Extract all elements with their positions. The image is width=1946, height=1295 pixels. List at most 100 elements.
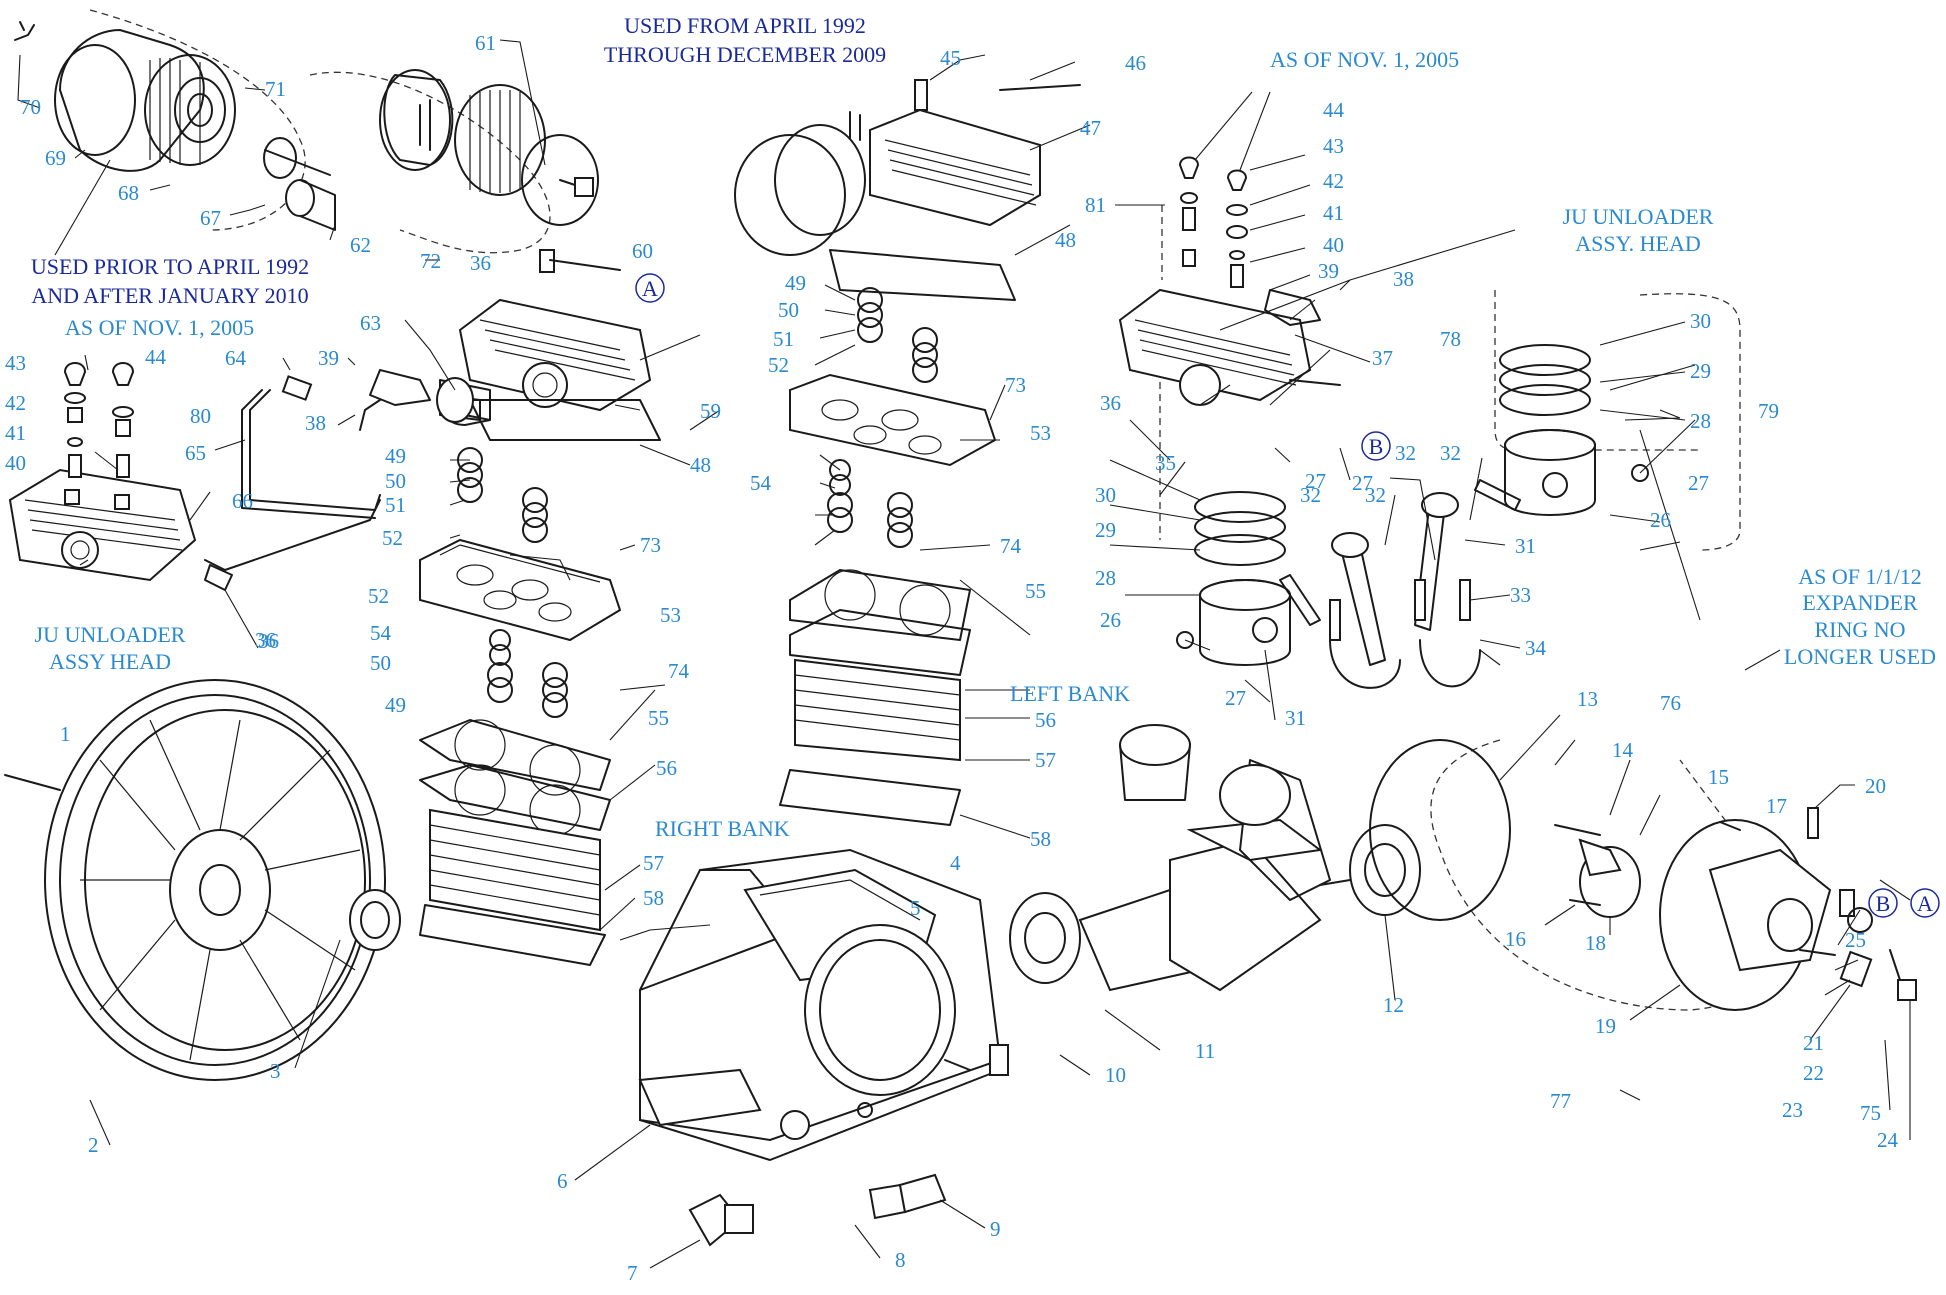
part-4 [989, 1044, 1009, 1076]
part-label: 43 [5, 351, 26, 375]
part-label: 77 [1550, 1089, 1571, 1113]
note-used-from-1: USED FROM APRIL 1992 [624, 13, 866, 38]
part-label: 2 [88, 1133, 99, 1157]
part-label: 78 [1440, 327, 1461, 351]
part-label: 30 [1095, 483, 1116, 507]
part-label: 38 [305, 411, 326, 435]
part-label: 52 [368, 584, 389, 608]
part-label: 27 [1688, 471, 1709, 495]
part-label: 1 [60, 722, 71, 746]
part-label: 26 [1650, 508, 1671, 532]
part-label: 31 [1515, 534, 1536, 558]
note-right-bank: RIGHT BANK [655, 816, 790, 841]
part-label: 18 [1585, 931, 1606, 955]
callout-a-right: A [1910, 888, 1940, 918]
part-label: 53 [1030, 421, 1051, 445]
part-label: 27 [1352, 471, 1373, 495]
part-label: 42 [5, 391, 26, 415]
part-label: 32 [1440, 441, 1461, 465]
part-label: 31 [1285, 706, 1306, 730]
part-label: 58 [643, 886, 664, 910]
part-label: 56 [656, 756, 677, 780]
part-label: 43 [1323, 134, 1344, 158]
part-label: 28 [1095, 566, 1116, 590]
part-label: 50 [385, 469, 406, 493]
gasket-48-center [829, 249, 1016, 301]
part-label: 28 [1690, 409, 1711, 433]
valve-plate-53-left [419, 538, 622, 642]
part-label: 51 [773, 327, 794, 351]
part-label: 48 [1055, 228, 1076, 252]
part-label: 52 [768, 353, 789, 377]
note-expander-1: AS OF 1/1/12 [1798, 564, 1921, 589]
part-label: 62 [350, 233, 371, 257]
head-66 [8, 362, 197, 582]
notes: USED FROM APRIL 1992 THROUGH DECEMBER 20… [31, 13, 1936, 841]
part-label: 58 [1030, 827, 1051, 851]
part-label: 13 [1577, 687, 1598, 711]
part-label: 36 [258, 629, 279, 653]
part-label: 17 [1766, 794, 1787, 818]
part-label: 46 [1125, 51, 1146, 75]
note-used-prior-2: AND AFTER JANUARY 2010 [31, 283, 308, 308]
part-label: 27 [1225, 686, 1246, 710]
part-label: 72 [420, 249, 441, 273]
part-label: 32 [1395, 441, 1416, 465]
part-label: 20 [1865, 774, 1886, 798]
part-label: 80 [190, 404, 211, 428]
part-label: 33 [1510, 583, 1531, 607]
connecting-rods [1279, 479, 1521, 689]
note-ju-right-2: ASSY. HEAD [1575, 231, 1701, 256]
part-label: 36 [1100, 391, 1121, 415]
leader-lines [17, 39, 1911, 1269]
part-label: 45 [940, 46, 961, 70]
part-label: 7 [627, 1261, 638, 1285]
note-as-of-left: AS OF NOV. 1, 2005 [65, 315, 254, 340]
part-label: 56 [1035, 708, 1056, 732]
part-label: 32 [1300, 483, 1321, 507]
part-label: 73 [640, 533, 661, 557]
air-filter-61 [379, 69, 599, 226]
part-label: 79 [1758, 399, 1779, 423]
note-ju-left-2: ASSY HEAD [49, 649, 171, 674]
part-label: 22 [1803, 1061, 1824, 1085]
part-label: 67 [200, 206, 221, 230]
valve-springs-left [457, 447, 568, 718]
head-right [1118, 156, 1341, 406]
part-label: 57 [643, 851, 664, 875]
part-label: 50 [778, 298, 799, 322]
part-label: 55 [648, 706, 669, 730]
part-label: 49 [785, 271, 806, 295]
part-label: 54 [370, 621, 392, 645]
part-label: 14 [1612, 738, 1634, 762]
part-label: 15 [1708, 765, 1729, 789]
part-label: 81 [1085, 193, 1106, 217]
part-label: 69 [45, 146, 66, 170]
part-label: 26 [1100, 608, 1121, 632]
callout-a-top: A [635, 273, 665, 303]
part-label: 50 [370, 651, 391, 675]
part-label: 70 [20, 95, 41, 119]
part-label: 76 [1660, 691, 1681, 715]
part-label: 54 [750, 471, 772, 495]
head-59 [439, 249, 652, 427]
part-label: 12 [1383, 993, 1404, 1017]
part-label: 36 [255, 628, 276, 652]
part-labels: 1 2 3 4 5 6 7 8 9 10 11 12 13 14 15 16 1… [20, 31, 1899, 1285]
part-label: 41 [5, 421, 26, 445]
part-label: 35 [1155, 451, 1176, 475]
part-label: 30 [1690, 309, 1711, 333]
gasket-13 [1369, 739, 1511, 921]
part-label: 40 [1323, 233, 1344, 257]
note-ju-right-1: JU UNLOADER [1563, 204, 1714, 229]
piston-right [1499, 344, 1649, 516]
part-label: 63 [360, 311, 381, 335]
fittings-63-38-64 [204, 369, 491, 591]
note-expander-2: EXPANDER [1802, 590, 1918, 615]
part-label: 16 [1505, 927, 1526, 951]
gasket-48-left [469, 399, 661, 441]
part-label: 66 [232, 489, 253, 513]
end-cover [1554, 807, 1917, 1011]
part-label: 74 [668, 659, 690, 683]
